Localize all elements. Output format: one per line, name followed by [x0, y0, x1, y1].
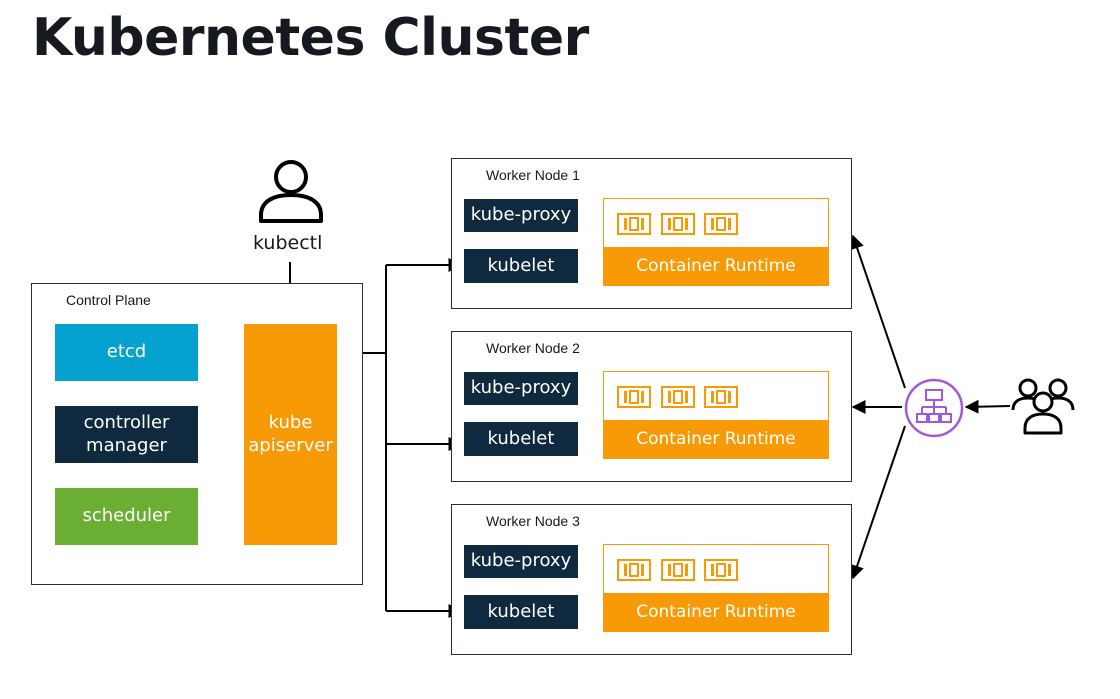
user-icon	[259, 160, 323, 223]
container-runtime-label: Container Runtime	[604, 420, 828, 458]
container-icon	[617, 213, 651, 235]
kubelet-block: kubelet	[464, 595, 578, 629]
container-runtime-box: Container Runtime	[603, 544, 829, 632]
container-runtime-box: Container Runtime	[603, 198, 829, 286]
lb-to-node-1-arrow	[850, 234, 906, 389]
kube-proxy-block: kube-proxy	[464, 372, 578, 405]
container-icon	[661, 559, 695, 581]
container-icon	[661, 386, 695, 408]
container-icon	[617, 386, 651, 408]
users-to-lb-arrow	[964, 399, 1011, 414]
kube-proxy-block: kube-proxy	[464, 199, 578, 232]
apiserver-block: kube apiserver	[244, 324, 337, 545]
page-title: Kubernetes Cluster	[32, 8, 589, 68]
kubelet-block: kubelet	[464, 422, 578, 456]
container-runtime-label: Container Runtime	[604, 247, 828, 285]
kubelet-block: kubelet	[464, 249, 578, 283]
worker-node-label: Worker Node 2	[486, 340, 580, 356]
container-icon	[661, 213, 695, 235]
lb-to-node-3-arrow	[850, 425, 906, 580]
container-icon	[704, 213, 738, 235]
load-balancer-icon	[904, 378, 964, 438]
control-plane-label: Control Plane	[66, 292, 151, 308]
etcd-block: etcd	[55, 324, 198, 381]
container-icon	[704, 559, 738, 581]
worker-node-label: Worker Node 1	[486, 167, 580, 183]
container-runtime-label: Container Runtime	[604, 593, 828, 631]
controller-manager-block: controller manager	[55, 406, 198, 463]
kubectl-label: kubectl	[253, 232, 323, 254]
container-icon	[617, 559, 651, 581]
users-icon	[1011, 378, 1075, 435]
kube-proxy-block: kube-proxy	[464, 545, 578, 578]
worker-node-label: Worker Node 3	[486, 513, 580, 529]
scheduler-block: scheduler	[55, 488, 198, 545]
container-icon	[704, 386, 738, 408]
container-runtime-box: Container Runtime	[603, 371, 829, 459]
